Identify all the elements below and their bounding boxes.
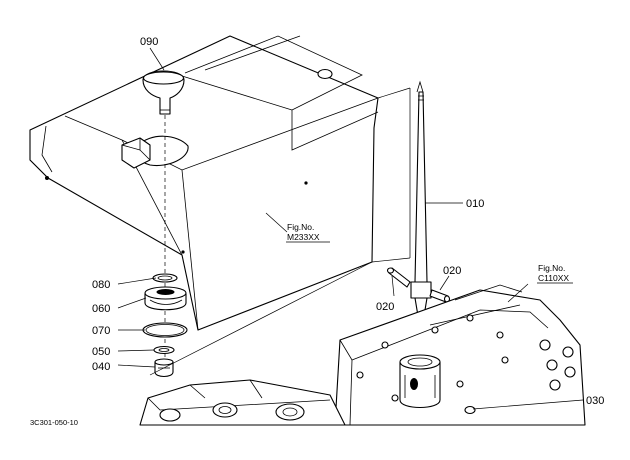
callout-040: 040 <box>92 361 110 373</box>
cover-plate <box>29 35 379 331</box>
callout-010: 010 <box>466 198 484 210</box>
callout-020-left: 020 <box>376 301 394 313</box>
gear-housing <box>139 379 346 426</box>
fig-ref-code-b: C110XX <box>538 273 569 283</box>
callout-020-right: 020 <box>443 265 461 277</box>
callout-050: 050 <box>92 346 110 358</box>
callout-labels: 090 010 080 060 070 050 040 020 020 030 <box>92 36 604 407</box>
fig-ref-label-a: Fig.No. <box>287 222 314 232</box>
figure-reference-m233: Fig.No. M233XX <box>286 222 330 243</box>
seal-ring-070 <box>142 322 188 338</box>
reference-boundary <box>149 87 411 376</box>
figure-reference-c110: Fig.No. C110XX <box>537 263 573 284</box>
callout-060: 060 <box>92 303 110 315</box>
fig-ref-code-a: M233XX <box>287 232 320 242</box>
leader-lines <box>117 47 584 410</box>
callout-070: 070 <box>92 325 110 337</box>
boot-060 <box>144 286 187 311</box>
snap-ring-080 <box>152 273 178 283</box>
transmission-case <box>334 284 586 426</box>
washer-050 <box>153 345 175 355</box>
callout-080: 080 <box>92 279 110 291</box>
callout-030: 030 <box>586 395 604 407</box>
gear-shift-knob <box>142 70 185 115</box>
fig-ref-label-b: Fig.No. <box>538 263 565 273</box>
shift-lever-010 <box>386 80 451 319</box>
callout-090: 090 <box>140 36 158 48</box>
diagram-code: 3C301-050-10 <box>30 418 78 427</box>
